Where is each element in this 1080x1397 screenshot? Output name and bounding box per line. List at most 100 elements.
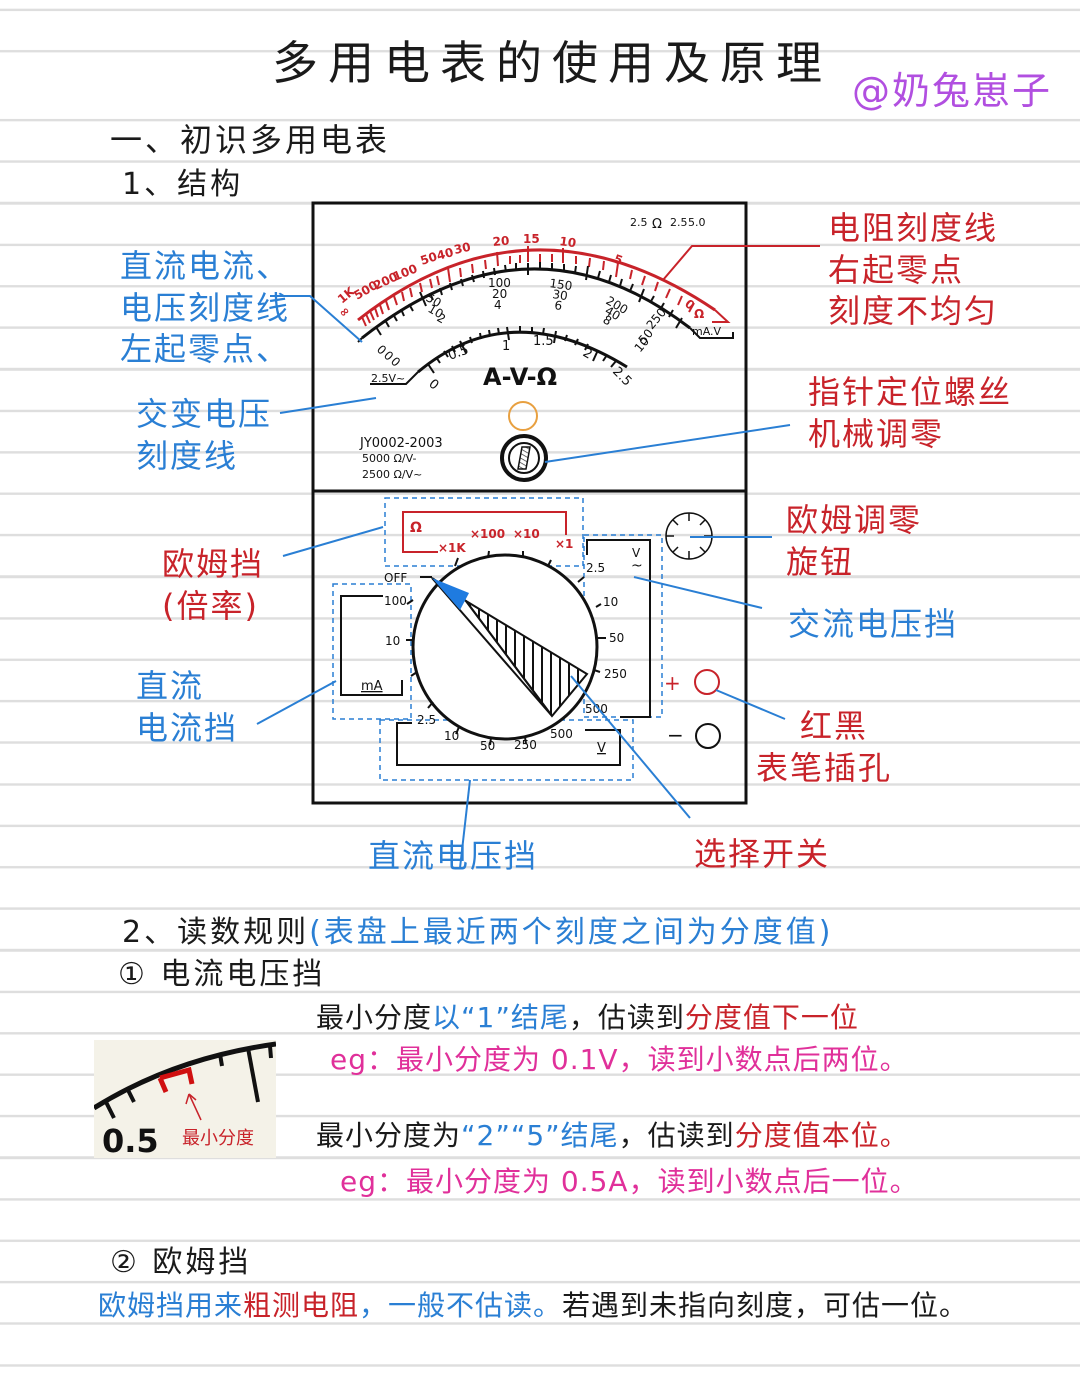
svg-text:0.5: 0.5 <box>102 1122 159 1158</box>
svg-text:10: 10 <box>385 634 400 648</box>
svg-text:2500 Ω/V~: 2500 Ω/V~ <box>362 468 422 481</box>
svg-text:50: 50 <box>424 290 444 310</box>
svg-text:4: 4 <box>494 298 502 312</box>
svg-text:50: 50 <box>480 739 495 753</box>
svg-text:2.5: 2.5 <box>609 364 634 389</box>
annotation-jacks: 红黑 表笔插孔 <box>756 707 893 787</box>
svg-text:mA: mA <box>361 679 383 694</box>
leader-dc-scale <box>270 295 363 343</box>
brand-label: A-V-Ω <box>483 363 557 391</box>
svg-text:250: 250 <box>604 667 627 681</box>
selector-switch-knob[interactable] <box>411 553 599 741</box>
svg-text:5.0: 5.0 <box>688 216 706 229</box>
leader-ohm-switch <box>282 526 384 557</box>
annotation-ac-scale: 交变电压 刻度线 <box>136 395 273 475</box>
leader-zero-screw <box>544 424 791 463</box>
rule1-example2: eg：最小分度为 0.5A，读到小数点后一位。 <box>340 1165 919 1198</box>
black-probe-jack[interactable] <box>695 723 721 749</box>
svg-text:5000 Ω/V-: 5000 Ω/V- <box>362 452 416 465</box>
leader-ac-scale <box>279 397 377 414</box>
svg-text:最小分度: 最小分度 <box>182 1128 254 1149</box>
svg-text:10: 10 <box>444 729 459 743</box>
rule1-line2: 最小分度为“2”“5”结尾，估读到分度值本位。 <box>316 1119 909 1152</box>
meter-body <box>311 201 748 805</box>
svg-text:~: ~ <box>631 558 643 574</box>
svg-text:40: 40 <box>603 303 623 323</box>
svg-text:100: 100 <box>391 261 419 283</box>
svg-text:250: 250 <box>514 738 537 752</box>
svg-text:10: 10 <box>559 234 577 250</box>
svg-text:20: 20 <box>492 287 507 301</box>
svg-text:5: 5 <box>612 252 625 268</box>
svg-text:30: 30 <box>552 287 569 303</box>
annotation-ohm-scale: 电阻刻度线 右起零点 刻度不均匀 <box>828 209 999 331</box>
svg-text:2.5: 2.5 <box>630 216 648 229</box>
svg-text:100: 100 <box>488 276 511 290</box>
rule1-example1: eg：最小分度为 0.1V，读到小数点后两位。 <box>330 1043 909 1076</box>
leader-dcv-switch <box>459 779 471 869</box>
author-watermark: @奶兔崽子 <box>852 69 1053 113</box>
annotation-ohm-knob: 欧姆调零 旋钮 <box>786 501 923 581</box>
ohm-scale-arc <box>357 248 716 322</box>
svg-text:2.5: 2.5 <box>586 561 605 575</box>
annotation-dc-current: 直流 电流挡 <box>136 667 239 747</box>
svg-text:15: 15 <box>523 232 540 246</box>
annotation-acv-switch: 交流电压挡 <box>788 605 959 643</box>
svg-text:×1: ×1 <box>555 537 573 551</box>
svg-text:500: 500 <box>550 727 573 741</box>
svg-text:0: 0 <box>425 377 441 394</box>
svg-text:×10: ×10 <box>513 527 540 541</box>
svg-text:100: 100 <box>384 594 407 608</box>
svg-text:Ω: Ω <box>694 307 704 321</box>
svg-text:V: V <box>632 546 641 560</box>
svg-text:10: 10 <box>603 595 618 609</box>
svg-text:2.5: 2.5 <box>417 713 436 727</box>
annotation-zero-screw: 指针定位螺丝 机械调零 <box>808 373 1013 453</box>
section-heading-intro: 一、初识多用电表 <box>110 121 391 159</box>
svg-text:−: − <box>667 723 684 747</box>
mechanical-zero-screw[interactable] <box>500 434 548 482</box>
svg-text:OFF: OFF <box>384 571 407 585</box>
svg-text:JY0002-2003: JY0002-2003 <box>359 436 443 451</box>
svg-text:2.5V~: 2.5V~ <box>371 372 405 385</box>
svg-text:0.5: 0.5 <box>446 343 471 364</box>
svg-text:50: 50 <box>609 631 624 645</box>
leader-jacks <box>715 689 786 720</box>
screw-highlight-ring <box>508 401 538 431</box>
svg-text:2.5: 2.5 <box>670 216 688 229</box>
svg-text:×100: ×100 <box>470 527 505 541</box>
svg-text:40: 40 <box>435 245 455 263</box>
annotation-dcv-switch: 直流电压挡 <box>368 837 539 875</box>
svg-text:20: 20 <box>492 234 510 249</box>
svg-text:150: 150 <box>549 276 574 293</box>
svg-text:+: + <box>664 671 681 695</box>
multimeter-diagram: ∞ 1K 500 200 100 50 40 30 20 15 10 5 0 Ω <box>256 201 820 869</box>
page-title: 多用电表的使用及原理 <box>272 36 832 90</box>
leader-acv-switch <box>633 576 763 609</box>
leader-dc-current <box>256 680 337 725</box>
svg-text:1.5: 1.5 <box>533 334 554 349</box>
annotation-selector-switch: 选择开关 <box>694 835 831 873</box>
red-probe-jack[interactable] <box>694 669 720 695</box>
svg-text:500: 500 <box>585 702 608 716</box>
section-heading-reading-rules: 2、读数规则(表盘上最近两个刻度之间为分度值) <box>122 915 834 950</box>
svg-text:50: 50 <box>419 249 439 267</box>
leader-selector <box>570 675 691 819</box>
ma-range-group <box>332 583 412 720</box>
svg-text:×1K: ×1K <box>438 541 466 555</box>
svg-text:10: 10 <box>426 301 446 321</box>
svg-text:Ω: Ω <box>652 217 662 232</box>
annotation-ohm-switch: 欧姆挡 (倍率) <box>162 545 265 625</box>
dc-scale-arc <box>361 267 691 340</box>
subheading-structure: 1、结构 <box>122 167 244 202</box>
svg-text:V: V <box>597 741 606 756</box>
leader-ohm-scale <box>662 245 820 281</box>
min-division-thumbnail: 0.5 最小分度 <box>94 1040 276 1158</box>
rule2-heading: ② 欧姆挡 <box>110 1245 252 1280</box>
svg-text:1: 1 <box>502 339 510 354</box>
svg-text:Ω: Ω <box>410 520 422 536</box>
svg-text:mA.V: mA.V <box>692 325 722 338</box>
annotation-dc-scale: 直流电流、 电压刻度线 左起零点、 <box>120 247 291 369</box>
rule2-line: 欧姆挡用来粗测电阻，一般不估读。若遇到未指向刻度，可估一位。 <box>98 1289 969 1322</box>
